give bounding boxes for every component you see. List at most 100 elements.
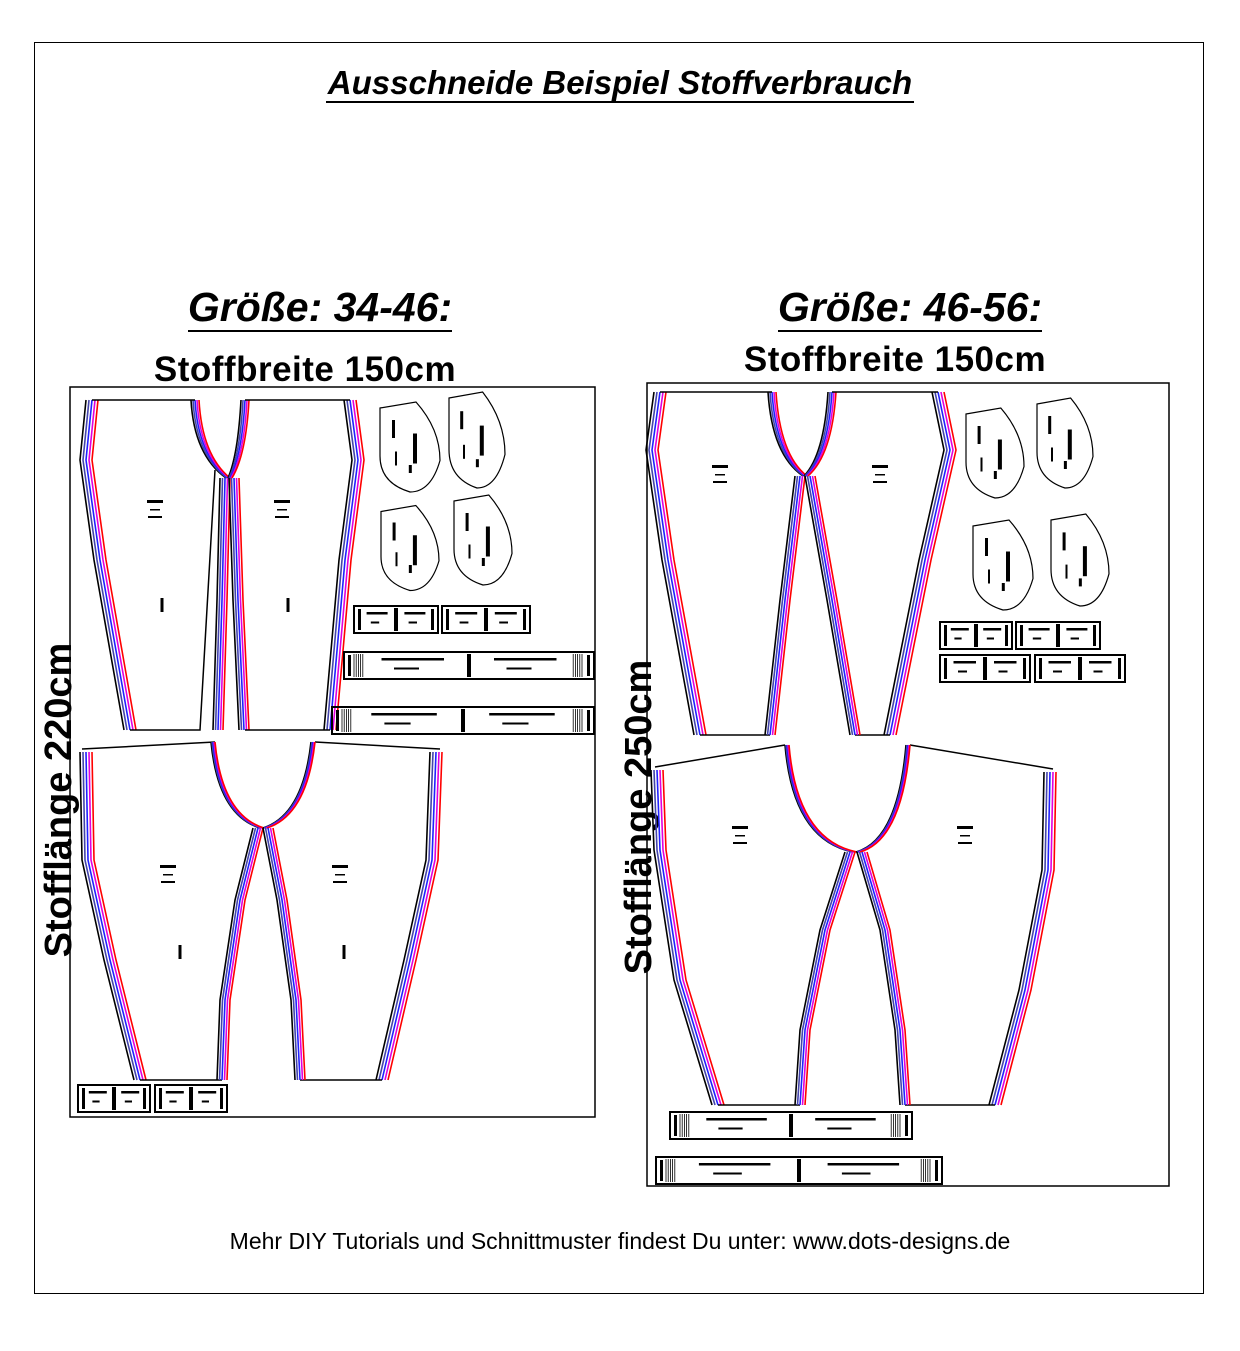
left-cuff-band-2 xyxy=(499,621,508,624)
left-cuff-band-3 xyxy=(77,1084,151,1113)
left-piece-label xyxy=(150,509,160,511)
right-pocket-piece-3 xyxy=(1006,551,1010,582)
right-lower-leg-2-inseam xyxy=(858,851,904,1106)
left-upper-leg-2-outer-seam xyxy=(329,399,359,731)
left-lower-leg-1-inseam xyxy=(226,827,264,1081)
left-piece-label xyxy=(333,881,347,883)
left-lower-leg-1-outer-seam xyxy=(79,751,135,1081)
left-pocket-piece-4 xyxy=(453,494,513,586)
right-lower-leg-2-outer-seam xyxy=(1000,771,1057,1106)
right-waistband-1 xyxy=(706,1118,767,1121)
left-lower-leg-2-inseam xyxy=(262,827,296,1081)
right-upper-leg-2-inseam xyxy=(809,475,856,736)
right-cuff-band-2 xyxy=(1015,621,1101,650)
right-piece-label xyxy=(732,826,748,829)
right-waistband-2 xyxy=(660,1160,663,1181)
fabric-width-right: Stoffbreite 150cm xyxy=(743,340,1047,379)
left-pocket-piece-4 xyxy=(465,513,469,531)
right-upper-leg-1-crotch xyxy=(773,391,807,477)
left-piece-label xyxy=(160,865,176,868)
left-upper-leg-2-crotch xyxy=(228,399,244,479)
left-waistband-1 xyxy=(348,655,351,676)
right-waistband-1 xyxy=(905,1115,908,1136)
right-lower-leg-2-top xyxy=(909,744,1054,770)
right-cuff-band-4 xyxy=(1048,661,1071,664)
left-pocket-piece-2 xyxy=(448,391,506,489)
right-lower-leg-1-inseam xyxy=(801,851,854,1106)
left-pocket-piece-4 xyxy=(468,544,471,559)
left-cuff-band-2 xyxy=(441,605,531,634)
left-pocket-piece-2 xyxy=(463,444,465,459)
right-upper-leg-2-outer-seam xyxy=(883,391,945,736)
right-lower-leg-2-inseam xyxy=(861,851,906,1106)
right-piece-label xyxy=(715,474,725,476)
right-cuff-band-4 xyxy=(1034,654,1126,683)
left-upper-leg-2-inseam xyxy=(233,477,245,731)
left-grain-mark xyxy=(160,598,164,612)
left-lower-leg-2-outer-seam xyxy=(384,751,440,1081)
left-cuff-band-3 xyxy=(92,1100,100,1103)
right-waistband-1 xyxy=(674,1115,677,1136)
left-lower-leg-1-outer-seam xyxy=(88,751,144,1081)
right-upper-leg-1-outer-seam xyxy=(651,391,701,736)
left-pocket-piece-1 xyxy=(413,433,417,464)
left-waistband-2 xyxy=(587,710,590,731)
left-pocket-piece-1 xyxy=(395,451,397,466)
right-lower-leg-2-inseam xyxy=(856,851,901,1106)
left-upper-leg-1-outer-seam xyxy=(82,399,128,731)
left-upper-leg-2-inseam xyxy=(238,477,250,731)
left-pocket-piece-2 xyxy=(479,425,484,456)
left-cuff-band-3 xyxy=(121,1091,140,1094)
left-upper-leg-1-inner xyxy=(130,469,216,731)
left-lower-leg-2-top xyxy=(314,741,441,750)
left-cuff-band-1 xyxy=(370,621,380,624)
left-lower-leg-2-inseam xyxy=(264,827,299,1081)
left-upper-leg-2-crotch xyxy=(230,399,248,479)
right-cuff-band-4 xyxy=(1089,661,1112,664)
right-lower-leg-1-outer-seam xyxy=(659,769,722,1106)
right-pocket-piece-4 xyxy=(1050,513,1110,607)
left-waistband-2 xyxy=(331,706,595,735)
size-heading-right: Größe: 46-56: xyxy=(777,284,1043,332)
right-piece-label xyxy=(958,842,972,844)
right-lower-leg-1-outer-seam xyxy=(656,769,719,1106)
right-pocket-piece-2 xyxy=(1048,416,1052,434)
left-upper-leg-2-outer-seam xyxy=(335,399,365,731)
right-cuff-band-3 xyxy=(1023,658,1026,679)
left-cuff-band-4 xyxy=(198,1091,217,1094)
left-upper-leg-1-crotch xyxy=(190,399,227,479)
left-cuff-band-3 xyxy=(124,1100,132,1103)
right-lower-leg-1-crotch xyxy=(788,744,858,853)
right-cuff-band-1 xyxy=(986,637,994,640)
left-lower-leg-1-outer-seam xyxy=(82,751,138,1081)
right-pocket-piece-4 xyxy=(1082,546,1087,577)
right-lower-leg-1-outer-seam xyxy=(650,769,713,1106)
right-upper-leg-2-inseam xyxy=(811,475,859,736)
right-cuff-band-2 xyxy=(1070,637,1079,640)
right-upper-leg-1-inseam xyxy=(769,475,801,736)
left-waistband-1 xyxy=(467,654,471,677)
left-lower-leg-2-outer-seam xyxy=(387,751,443,1081)
right-cuff-band-3 xyxy=(953,661,976,664)
right-cuff-band-1 xyxy=(939,621,1013,650)
right-waistband-2 xyxy=(655,1156,943,1185)
left-waistband-1 xyxy=(343,651,595,680)
footer-text: Mehr DIY Tutorials und Schnittmuster fin… xyxy=(229,1228,1011,1254)
right-upper-leg-2-outer-seam xyxy=(892,391,954,736)
left-cuff-band-4 xyxy=(154,1084,228,1113)
left-upper-leg-2-outer-seam xyxy=(332,399,362,731)
left-cuff-band-1 xyxy=(394,608,398,631)
left-upper-leg-2-inseam xyxy=(235,477,248,731)
left-upper-leg-2-crotch xyxy=(229,399,246,479)
right-cuff-band-4 xyxy=(1093,670,1103,673)
right-upper-leg-1-outer-seam xyxy=(645,391,695,736)
right-pocket-piece-1 xyxy=(980,457,983,472)
left-upper-leg-2-inseam xyxy=(230,477,243,731)
left-upper-leg-2-inseam xyxy=(228,477,240,731)
left-pocket-piece-2 xyxy=(475,459,479,468)
right-piece-label xyxy=(960,835,970,837)
right-pocket-piece-3 xyxy=(985,538,988,556)
left-grain-mark xyxy=(178,945,182,959)
right-lower-leg-2-inseam xyxy=(863,851,909,1106)
left-cuff-band-2 xyxy=(494,612,517,615)
